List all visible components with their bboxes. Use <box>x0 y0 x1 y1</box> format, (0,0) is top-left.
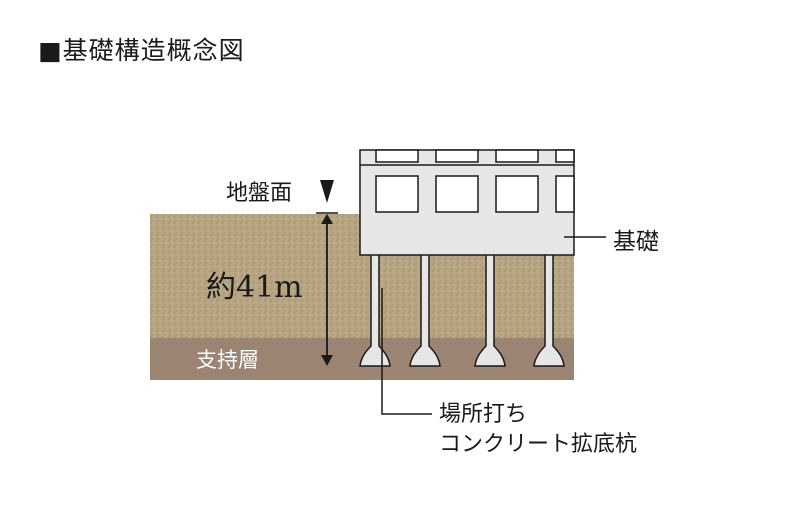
pile-leader <box>381 288 432 415</box>
diagram-title: ■基礎構造概念図 <box>38 35 245 67</box>
ground-marker-icon <box>320 180 334 203</box>
grid-openings <box>375 175 575 213</box>
foundation-label: 基礎 <box>613 229 659 255</box>
pile <box>533 253 565 367</box>
depth-label: 約41m <box>206 270 303 305</box>
ground-surface-label: 地盤面 <box>226 181 293 206</box>
title-text: ■基礎構造概念図 <box>38 36 245 65</box>
pile <box>409 253 441 367</box>
pile-label-line1: 場所打ち <box>439 402 528 427</box>
bearing-layer-label: 支持層 <box>196 348 259 372</box>
pile-label-line2: コンクリート拡底杭 <box>439 432 638 457</box>
piles <box>359 253 565 367</box>
pile <box>474 253 506 367</box>
